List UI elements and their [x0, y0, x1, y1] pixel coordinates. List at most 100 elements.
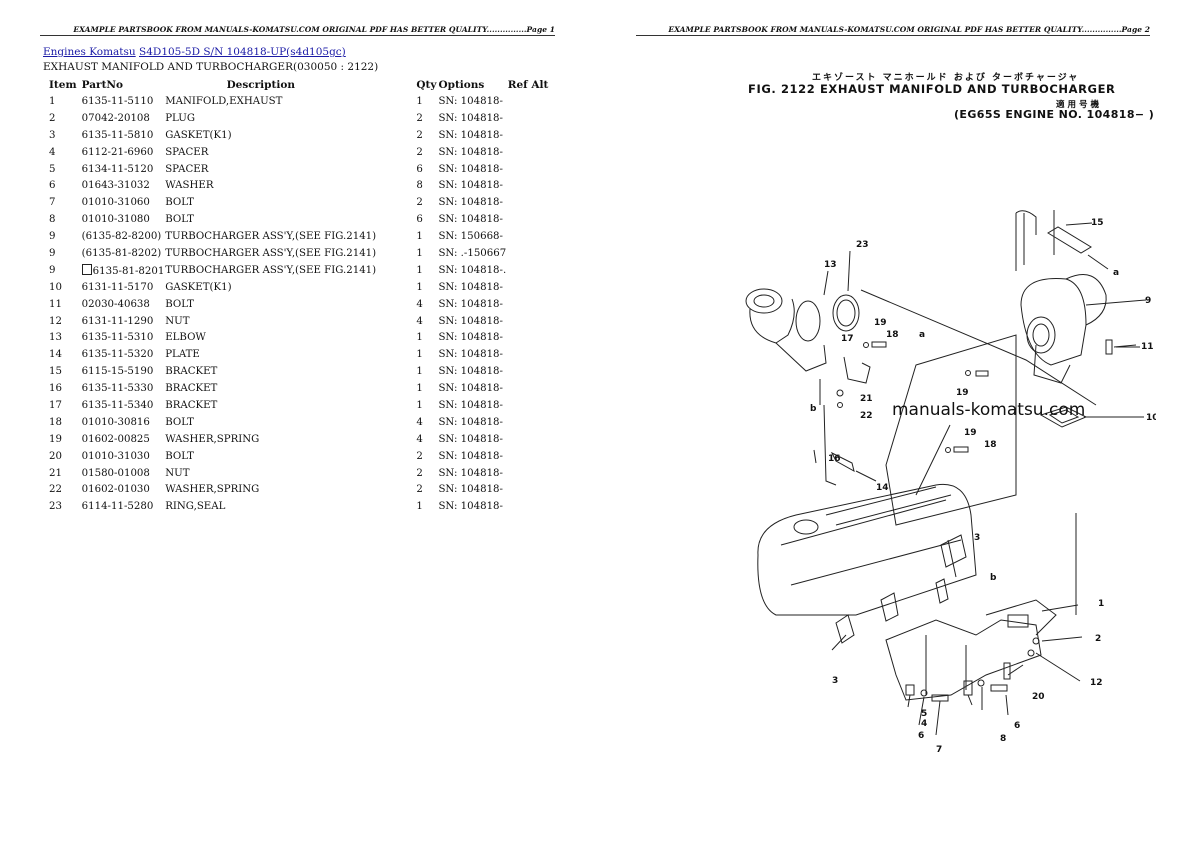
cell-options: SN: 104818-	[438, 481, 507, 498]
cell-item: 11	[43, 296, 82, 313]
cell-refalt	[508, 296, 555, 313]
cell-item-text: 15	[49, 366, 62, 378]
cell-qty: 1	[416, 262, 438, 279]
breadcrumb-link-engines[interactable]: Engines Komatsu	[43, 46, 136, 58]
cell-qty: 2	[416, 481, 438, 498]
cell-options-text: SN: .-150667	[438, 247, 507, 259]
cell-partno: 6135-11-5810	[82, 127, 166, 144]
cell-item-text: 8	[49, 214, 56, 226]
checkbox-icon[interactable]	[81, 263, 92, 275]
svg-text:b: b	[810, 404, 817, 414]
cell-description-text: BOLT	[165, 214, 194, 226]
cell-refalt	[508, 194, 555, 211]
cell-refalt	[508, 465, 555, 482]
cell-qty-text: 1	[416, 366, 423, 378]
cell-description-text: PLATE	[165, 349, 200, 361]
cell-item: 9	[43, 262, 82, 279]
cell-qty-text: 1	[416, 281, 423, 293]
cell-options: SN: 104818-	[438, 161, 507, 178]
cell-item-text: 1	[49, 95, 56, 107]
cell-options: SN: 104818-	[438, 329, 507, 346]
cell-refalt	[508, 228, 555, 245]
cell-qty-text: 1	[416, 264, 423, 276]
figure-title: FIG. 2122 EXHAUST MANIFOLD AND TURBOCHAR…	[748, 82, 1116, 96]
cell-item: 15	[43, 363, 82, 380]
cell-partno: (6135-81-8202)	[82, 245, 166, 262]
cell-qty: 2	[416, 194, 438, 211]
cell-description: PLUG	[165, 110, 416, 127]
cell-description-text: ELBOW	[165, 332, 206, 344]
cell-item-text: 4	[49, 146, 56, 158]
figure-title-japanese: エキゾースト マニホールド および ターボチャージャ	[812, 73, 1080, 83]
cell-qty-text: 6	[416, 214, 423, 226]
cell-description: SPACER	[165, 161, 416, 178]
cell-options: SN: 104818-	[438, 313, 507, 330]
cell-item: 20	[43, 448, 82, 465]
cell-options: SN: 104818-	[438, 465, 507, 482]
cell-description: BOLT	[165, 448, 416, 465]
breadcrumb-link-model[interactable]: S4D105-5D S/N 104818-UP(s4d105gc)	[139, 46, 346, 58]
svg-text:19: 19	[874, 318, 887, 328]
cell-options: SN: 104818-	[438, 431, 507, 448]
cell-description: PLATE	[165, 346, 416, 363]
svg-text:5: 5	[921, 709, 927, 719]
cell-description-text: MANIFOLD,EXHAUST	[165, 95, 283, 107]
svg-text:9: 9	[1145, 296, 1151, 306]
cell-qty: 2	[416, 110, 438, 127]
cell-item-text: 11	[49, 298, 62, 310]
cell-qty: 1	[416, 380, 438, 397]
cell-description: BOLT	[165, 194, 416, 211]
svg-text:16: 16	[828, 454, 841, 464]
cell-partno: 6134-11-5120	[82, 161, 166, 178]
cell-refalt	[508, 127, 555, 144]
cell-qty-text: 1	[416, 247, 423, 259]
svg-text:10: 10	[1146, 413, 1156, 423]
svg-text:18: 18	[984, 440, 997, 450]
cell-qty-text: 6	[416, 163, 423, 175]
cell-item-text: 12	[49, 315, 62, 327]
cell-partno-text: 01010-31060	[81, 197, 150, 209]
cell-description-text: BRACKET	[165, 366, 218, 378]
cell-partno: 6131-11-5170	[82, 279, 166, 296]
svg-text:a: a	[919, 330, 925, 340]
cell-qty: 4	[416, 313, 438, 330]
cell-partno: 01010-31030	[82, 448, 166, 465]
cell-partno: 6135-11-5330	[82, 380, 166, 397]
cell-partno: 6114-11-5280	[82, 498, 166, 515]
svg-text:7: 7	[936, 745, 942, 755]
cell-partno-text: 01602-01030	[81, 484, 150, 496]
cell-qty-text: 8	[416, 180, 423, 192]
cell-qty: 1	[416, 279, 438, 296]
col-header-partno: PartNo	[81, 78, 124, 91]
cell-refalt	[508, 498, 555, 515]
plate-part	[885, 334, 1017, 526]
cell-refalt	[508, 211, 555, 228]
cell-item-text: 9	[49, 231, 56, 243]
cell-item-text: 14	[49, 349, 62, 361]
cell-item: 7	[43, 194, 82, 211]
page-header: EXAMPLE PARTSBOOK FROM MANUALS-KOMATSU.C…	[40, 25, 555, 36]
cell-qty-text: 2	[416, 197, 423, 209]
svg-text:19: 19	[964, 428, 977, 438]
diagram-page: EXAMPLE PARTSBOOK FROM MANUALS-KOMATSU.C…	[636, 0, 1156, 842]
cell-description: RING,SEAL	[165, 498, 416, 515]
turbocharger-part	[1015, 210, 1107, 384]
cell-options-text: SN: 104818-	[438, 501, 503, 513]
svg-text:22: 22	[860, 411, 873, 421]
svg-text:18: 18	[886, 330, 899, 340]
cell-options: SN: 104818-	[438, 296, 507, 313]
cell-description: NUT	[165, 313, 416, 330]
cell-item: 8	[43, 211, 82, 228]
cell-qty: 1	[416, 346, 438, 363]
col-header-item: Item	[49, 78, 77, 91]
cell-description-text: GASKET(K1)	[165, 281, 232, 293]
cell-description: GASKET(K1)	[165, 279, 416, 296]
col-header-refalt: Ref Alt	[507, 78, 549, 91]
